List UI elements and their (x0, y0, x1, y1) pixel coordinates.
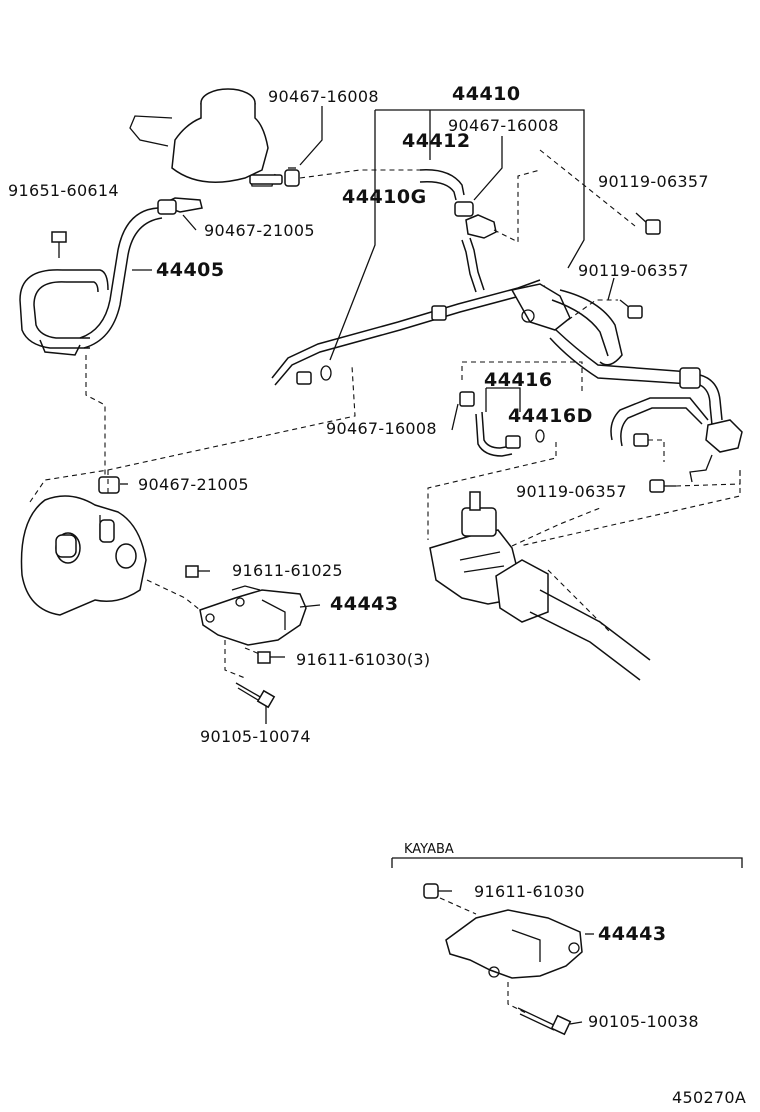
label-44405: 44405 (156, 259, 225, 281)
label-90105-10074: 90105-10074 (200, 727, 311, 746)
long-bolt-icon (517, 1007, 572, 1036)
pressure-hose-44410 (271, 279, 743, 483)
label-44416d: 44416D (508, 405, 593, 427)
bolt-icon (423, 883, 452, 899)
label-90467-16008-top: 90467-16008 (268, 87, 379, 106)
label-90119-06357-c: 90119-06357 (516, 482, 627, 501)
label-91611-61030-k: 91611-61030 (474, 882, 585, 901)
bolt-icon (51, 231, 67, 258)
label-91651-60614: 91651-60614 (8, 181, 119, 200)
label-kayaba: KAYABA (404, 842, 454, 857)
label-91611-61030-3: 91611-61030(3) (296, 650, 430, 669)
label-90119-06357-a: 90119-06357 (598, 172, 709, 191)
pipe-44416 (459, 391, 545, 457)
return-hose-44412 (419, 169, 497, 293)
label-90119-06357-b: 90119-06357 (578, 261, 689, 280)
label-44412: 44412 (402, 130, 471, 152)
suction-hose-44405 (19, 207, 163, 356)
label-44443-main: 44443 (330, 593, 399, 615)
figure-id: 450270A (672, 1088, 746, 1107)
power-steering-pump (20, 476, 147, 616)
bolt-icon (619, 299, 643, 319)
bolt-icon (257, 651, 285, 664)
pump-bracket-44443 (199, 585, 307, 646)
label-44410: 44410 (452, 83, 521, 105)
label-44443-kayaba: 44443 (598, 923, 667, 945)
hose-clamp-icon (284, 167, 300, 187)
steering-gear-rack (429, 491, 651, 681)
label-90105-10038: 90105-10038 (588, 1012, 699, 1031)
bolt-icon (635, 212, 661, 235)
long-bolt-icon (235, 682, 276, 709)
pipe-line-right (610, 397, 709, 462)
label-90467-21005-b: 90467-21005 (138, 475, 249, 494)
label-44416: 44416 (484, 369, 553, 391)
label-90467-21005-a: 90467-21005 (204, 221, 315, 240)
label-91611-61025: 91611-61025 (232, 561, 343, 580)
bolt-icon (649, 479, 676, 493)
label-90467-16008-mid: 90467-16008 (448, 116, 559, 135)
kayaba-section (391, 857, 743, 1036)
reservoir-tank (129, 88, 283, 187)
label-90467-16008-low: 90467-16008 (326, 419, 437, 438)
bolt-icon (185, 565, 210, 578)
suction-port (157, 197, 203, 215)
label-44410g: 44410G (342, 186, 427, 208)
